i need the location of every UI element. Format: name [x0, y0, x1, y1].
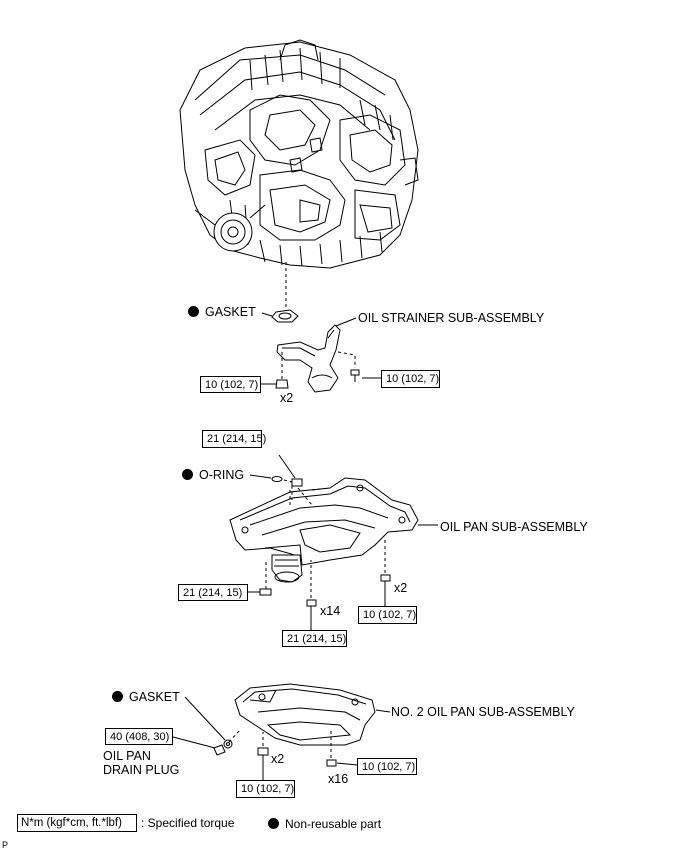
oil-pan-left-nut: [259, 588, 272, 596]
strainer-nut: [275, 379, 289, 389]
no2-oil-pan-label: NO. 2 OIL PAN SUB-ASSEMBLY: [391, 705, 575, 719]
non-reusable-dot-icon: [268, 818, 279, 829]
non-reusable-dot-icon: [188, 306, 199, 317]
gasket-bottom-label: GASKET: [112, 690, 180, 704]
oil-strainer-label: OIL STRAINER SUB-ASSEMBLY: [358, 311, 545, 325]
oil-pan-right-bolt: [380, 574, 391, 587]
oil-pan-top-bolt: [291, 478, 303, 487]
strainer-left-torque-box: 10 (102, 7): [200, 376, 261, 393]
oil-pan-bottom-qty: x14: [320, 604, 341, 618]
oil-pan-part: [229, 477, 419, 583]
oil-pan-top-bolt-dashed: [297, 487, 313, 506]
no2-pan-left-torque-box: 10 (102, 7): [236, 780, 295, 798]
non-reusable-dot-icon: [112, 691, 123, 702]
gasket-top-label: GASKET: [188, 305, 256, 319]
oil-pan-bottom-bolt: [306, 599, 317, 612]
strainer-bolt-dashed-leader: [337, 351, 356, 368]
non-reusable-dot-icon: [182, 469, 193, 480]
oil-pan-top-torque-box: 21 (214, 15): [202, 430, 266, 448]
no2-pan-right-torque-box: 10 (102, 7): [357, 758, 417, 775]
strainer-bolt: [350, 369, 360, 382]
oil-pan-right-torque-box: 10 (102, 7): [358, 606, 417, 624]
oil-pan-label: OIL PAN SUB-ASSEMBLY: [440, 520, 588, 534]
drain-plug-dashed: [228, 729, 241, 743]
drain-plug-torque-box: 40 (408, 30): [105, 728, 173, 745]
no2-pan-right-qty: x16: [328, 772, 349, 786]
o-ring-part: [271, 476, 283, 482]
oil-pan-right-qty: x2: [394, 581, 408, 595]
no2-oil-pan-leader: [375, 709, 391, 713]
oil-strainer-part: [276, 324, 341, 393]
gasket-top-part: [271, 309, 299, 323]
legend-unit-box: N*m (kgf*cm, ft.*lbf): [17, 814, 137, 832]
no2-pan-left-nut: [257, 747, 269, 756]
drain-plug-part: [213, 744, 226, 756]
no2-oil-pan-part: [234, 683, 376, 746]
no2-pan-left-qty: x2: [271, 752, 285, 766]
strainer-right-torque-box: 10 (102, 7): [381, 370, 440, 388]
oil-pan-bottom-torque-box: 21 (214, 15): [282, 630, 347, 647]
o-ring-leader: [249, 474, 272, 479]
no2-pan-right-bolt: [326, 759, 337, 767]
no2-pan-right-torque-leader: [336, 762, 358, 766]
oil-pan-top-dashed-2: [289, 487, 331, 505]
oil-pan-left-torque-box: 21 (214, 15): [178, 584, 248, 601]
gasket-bottom-leader: [184, 696, 226, 741]
corner-mark: P: [2, 840, 9, 850]
oil-pan-top-torque-leader: [278, 454, 296, 479]
gasket-top-leader: [261, 312, 273, 317]
drain-plug-torque-leader: [172, 736, 216, 749]
strainer-nut-qty: x2: [280, 391, 294, 405]
o-ring-label: O-RING: [182, 468, 244, 482]
gasket-bottom-part: [223, 739, 233, 749]
legend-nonreusable: Non-reusable part: [268, 817, 381, 831]
engine-assembly: [179, 39, 419, 269]
oil-strainer-leader: [335, 317, 357, 327]
legend-unit-text: : Specified torque: [141, 816, 235, 830]
